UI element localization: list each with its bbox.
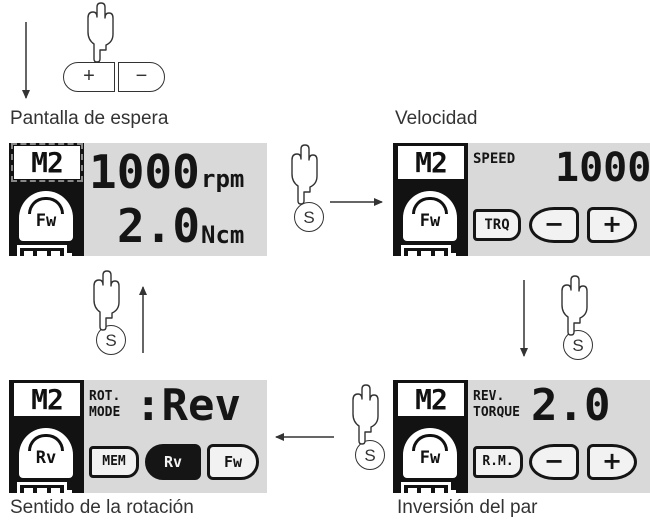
hand-pointer-icon: [93, 270, 120, 331]
mode-indicator: M2: [14, 383, 80, 416]
s-button-speed-to-torque: S: [563, 330, 593, 360]
battery-icon: [401, 245, 456, 256]
s-button-standby-to-speed: S: [294, 202, 324, 232]
direction-badge: Fw: [403, 428, 457, 478]
s-button-torque-to-rotation: S: [355, 440, 385, 470]
increase-button: +: [587, 207, 637, 243]
hand-pointer-icon: [87, 2, 114, 63]
torque-value: 2.0: [531, 380, 611, 431]
minus-key: −: [118, 62, 165, 92]
torque-label-line2: TORQUE: [473, 405, 520, 420]
screen-sidebar: M2 Rv: [9, 380, 84, 493]
rotation-screen: M2 Rv ROT. MODE :Rev MEM Rv Fw: [9, 380, 267, 493]
caption-speed: Velocidad: [395, 108, 478, 129]
battery-icon: [17, 245, 72, 256]
battery-icon: [401, 482, 456, 493]
direction-badge: Rv: [19, 428, 73, 478]
speed-screen: M2 Fw SPEED 1000 TRQ − +: [393, 143, 650, 256]
tab-fw: Fw: [207, 444, 259, 480]
speed-unit: rpm: [201, 165, 245, 193]
direction-badge: Fw: [403, 191, 457, 241]
s-button-rotation-to-standby: S: [96, 325, 126, 355]
tab-rm: R.M.: [473, 446, 523, 478]
speed-value: 1000: [555, 145, 650, 191]
hand-pointer-icon: [561, 275, 588, 336]
tab-rv: Rv: [145, 444, 201, 480]
rot-label-line1: ROT.: [89, 389, 121, 404]
plus-key: +: [63, 62, 115, 92]
decrease-button: −: [529, 207, 579, 243]
caption-rotation: Sentido de la rotación: [10, 497, 194, 518]
torque-unit: Ncm: [201, 221, 245, 249]
speed-label: SPEED: [473, 151, 516, 167]
screen-sidebar: M2 Fw: [393, 380, 468, 493]
screen-sidebar: M2 Fw: [393, 143, 468, 256]
caption-standby: Pantalla de espera: [10, 108, 169, 129]
torque-value: 2.0: [117, 199, 201, 253]
hand-pointer-icon: [352, 384, 379, 445]
hand-pointer-icon: [291, 144, 318, 205]
screen-sidebar: M2 Fw: [9, 143, 84, 256]
mode-indicator: M2: [398, 383, 464, 416]
direction-badge: Fw: [19, 191, 73, 241]
rotation-value: :Rev: [135, 380, 241, 431]
rev-label-line1: REV.: [473, 389, 505, 404]
standby-screen: M2 Fw 1000 rpm 2.0 Ncm: [9, 143, 267, 256]
decrease-button: −: [529, 444, 579, 480]
mode-label-line2: MODE: [89, 405, 121, 420]
tab-trq: TRQ: [473, 209, 521, 241]
increase-button: +: [587, 444, 637, 480]
battery-icon: [17, 482, 72, 493]
mode-indicator: M2: [11, 143, 83, 182]
mode-indicator: M2: [398, 146, 464, 179]
torque-reverse-screen: M2 Fw REV. TORQUE 2.0 R.M. − +: [393, 380, 650, 493]
speed-value: 1000: [89, 145, 200, 199]
plus-minus-keys: + −: [63, 62, 165, 92]
tab-mem: MEM: [89, 446, 139, 478]
caption-torque-reverse: Inversión del par: [397, 497, 538, 518]
